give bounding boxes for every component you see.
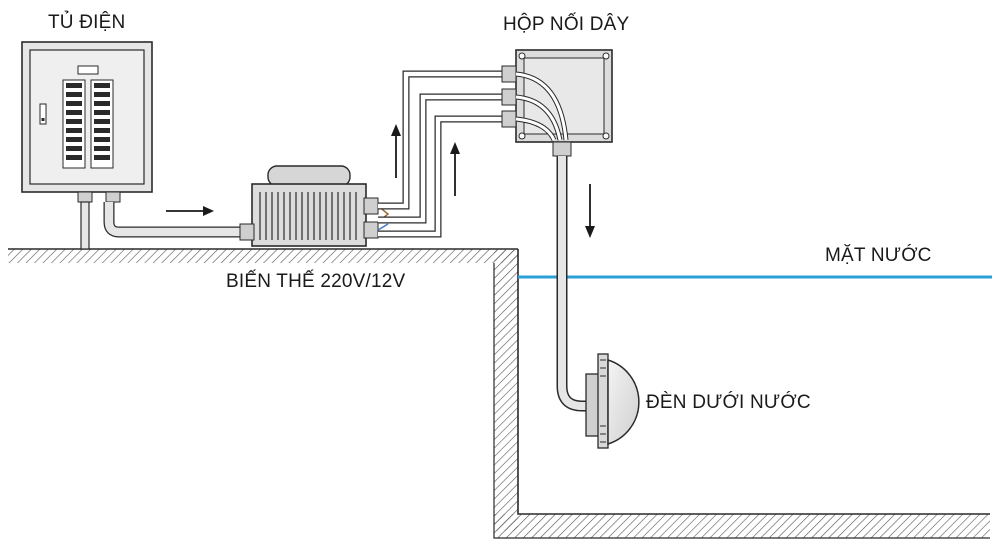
arrow-down-icon <box>585 184 595 238</box>
arrow-up-icon <box>391 124 401 178</box>
electrical-panel <box>21 41 153 250</box>
cables-to-junction-box <box>378 70 505 238</box>
underwater-light <box>585 353 640 449</box>
cable-to-light <box>556 156 588 412</box>
underwater-light-label: ĐÈN DƯỚI NƯỚC <box>646 392 811 413</box>
ground-and-pool <box>8 248 990 539</box>
panel-label: TỦ ĐIỆN <box>48 12 126 33</box>
junction-box <box>501 49 613 157</box>
pool-wall-hatch <box>494 249 518 531</box>
water-surface-label: MẶT NƯỚC <box>825 245 932 266</box>
pool-floor-hatch <box>494 514 990 538</box>
transformer <box>239 165 390 247</box>
ground-hatch <box>8 249 518 263</box>
arrow-right-icon <box>166 206 214 216</box>
arrow-up-icon <box>450 142 460 196</box>
transformer-label: BIẾN THẾ 220V/12V <box>226 271 406 292</box>
junction-box-label: HỘP NỐI DÂY <box>503 14 630 35</box>
